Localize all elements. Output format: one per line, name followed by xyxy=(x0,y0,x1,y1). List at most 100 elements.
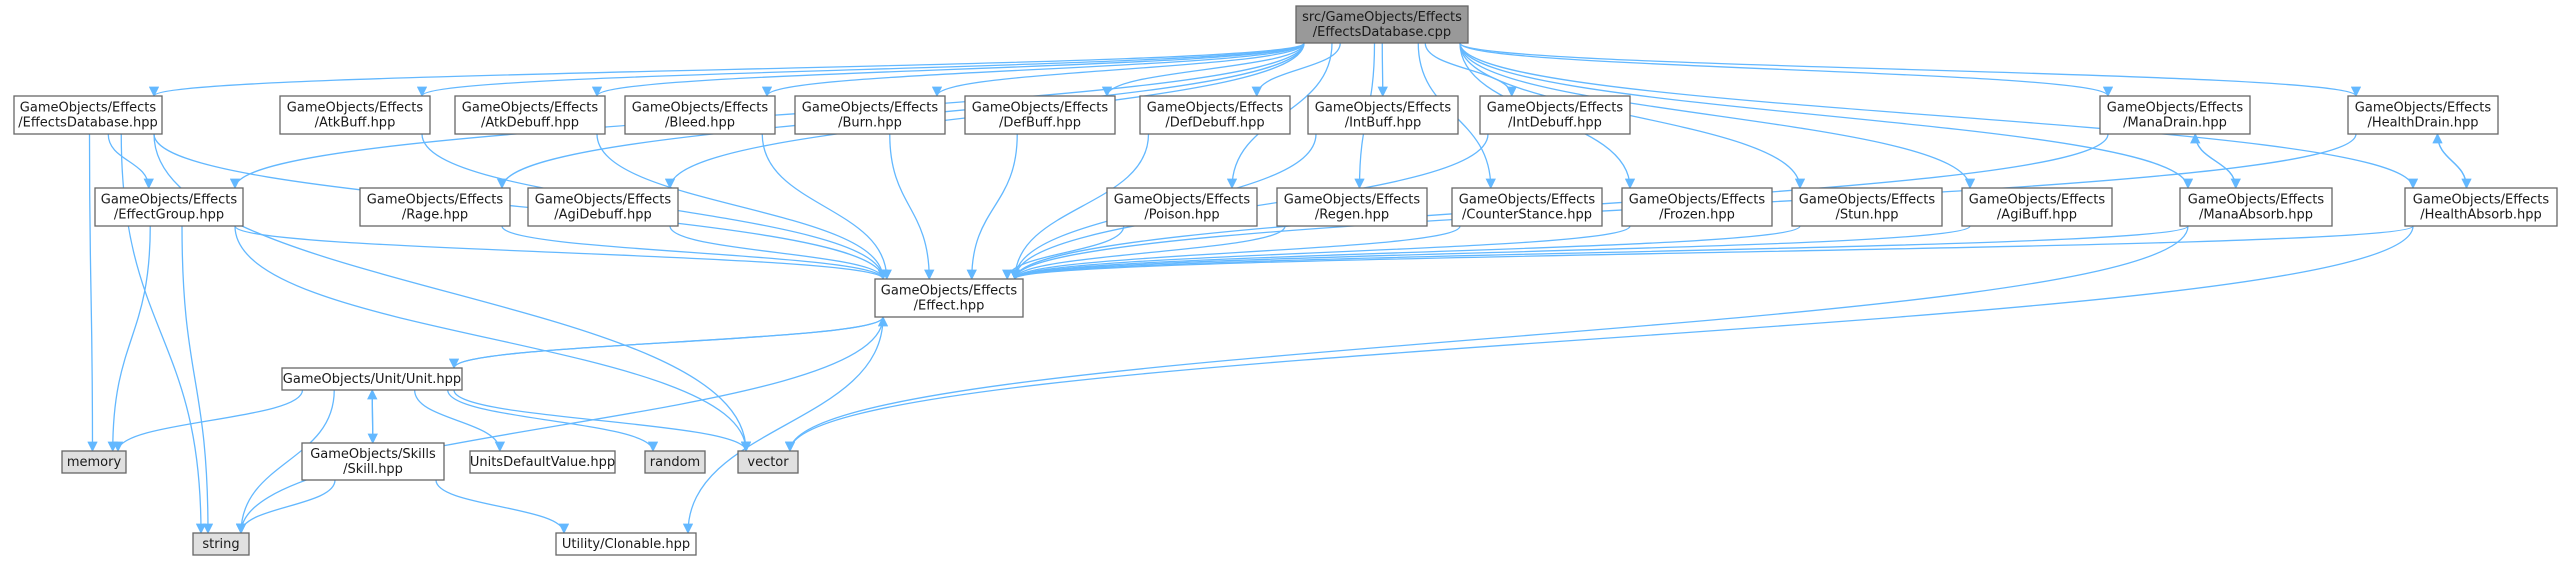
node-random[interactable]: random xyxy=(644,450,706,474)
edge-unit-to-effect xyxy=(453,315,889,369)
edge-skill-to-string xyxy=(235,479,336,535)
node-label-stun-1: /Stun.hpp xyxy=(1835,208,1898,223)
node-bleed[interactable]: GameObjects/Effects/Bleed.hpp xyxy=(624,95,776,135)
edge-counterstance-to-effect xyxy=(1009,225,1461,281)
edge-root-to-atkbuff xyxy=(417,42,1305,98)
node-vector[interactable]: vector xyxy=(737,450,799,474)
node-label-stun-0: GameObjects/Effects xyxy=(1799,193,1936,208)
node-intbuff[interactable]: GameObjects/Effects/IntBuff.hpp xyxy=(1307,95,1459,135)
node-regen[interactable]: GameObjects/Effects/Regen.hpp xyxy=(1276,187,1428,227)
node-box-memory xyxy=(61,450,127,474)
node-label-unitsdefault-0: UnitsDefaultValue.hpp xyxy=(470,455,615,470)
node-label-healthabsorb-1: /HealthAbsorb.hpp xyxy=(2420,208,2541,223)
edge-defdebuff-to-effect xyxy=(1009,133,1150,281)
node-label-memory-0: memory xyxy=(67,455,122,470)
node-label-manadrain-1: /ManaDrain.hpp xyxy=(2123,116,2227,131)
node-memory[interactable]: memory xyxy=(61,450,127,474)
edge-healthabsorb-to-healthdrain xyxy=(2432,132,2468,189)
node-label-agibuff-0: GameObjects/Effects xyxy=(1969,193,2106,208)
edge-unit-to-memory xyxy=(112,389,304,453)
node-stun[interactable]: GameObjects/Effects/Stun.hpp xyxy=(1791,187,1943,227)
node-agibuff[interactable]: GameObjects/Effects/AgiBuff.hpp xyxy=(1961,187,2113,227)
node-label-defbuff-1: /DefBuff.hpp xyxy=(999,116,1081,131)
node-box-healthdrain xyxy=(2347,95,2499,135)
node-defbuff[interactable]: GameObjects/Effects/DefBuff.hpp xyxy=(964,95,1116,135)
edge-manaabsorb-to-effect xyxy=(1010,225,2189,281)
node-box-frozen xyxy=(1621,187,1773,227)
node-box-random xyxy=(644,450,706,474)
node-label-effect-1: /Effect.hpp xyxy=(914,299,985,314)
node-box-skill xyxy=(301,442,445,481)
node-healthdrain[interactable]: GameObjects/Effects/HealthDrain.hpp xyxy=(2347,95,2499,135)
node-label-regen-1: /Regen.hpp xyxy=(1315,208,1389,223)
edge-effectsdb-to-memory xyxy=(87,133,98,453)
node-atkdebuff[interactable]: GameObjects/Effects/AtkDebuff.hpp xyxy=(454,95,606,135)
node-defdebuff[interactable]: GameObjects/Effects/DefDebuff.hpp xyxy=(1139,95,1291,135)
edge-root-to-burn xyxy=(931,42,1305,98)
edge-healthabsorb-to-effect xyxy=(1010,225,2414,281)
node-poison[interactable]: GameObjects/Effects/Poison.hpp xyxy=(1106,187,1258,227)
node-atkbuff[interactable]: GameObjects/Effects/AtkBuff.hpp xyxy=(279,95,431,135)
node-label-defbuff-0: GameObjects/Effects xyxy=(972,101,1109,116)
node-label-counterstance-1: /CounterStance.hpp xyxy=(1462,208,1592,223)
node-intdebuff[interactable]: GameObjects/Effects/IntDebuff.hpp xyxy=(1479,95,1631,135)
node-clonable[interactable]: Utility/Clonable.hpp xyxy=(555,532,697,556)
node-manaabsorb[interactable]: GameObjects/Effects/ManaAbsorb.hpp xyxy=(2179,187,2333,227)
node-box-unitsdefault xyxy=(469,450,616,474)
node-box-agidebuff xyxy=(527,187,679,227)
node-box-string xyxy=(192,532,250,556)
node-label-agibuff-1: /AgiBuff.hpp xyxy=(1997,208,2077,223)
node-label-string-0: string xyxy=(202,537,239,552)
node-label-vector-0: vector xyxy=(747,455,789,470)
node-box-intbuff xyxy=(1307,95,1459,135)
node-box-defdebuff xyxy=(1139,95,1291,135)
nodes-layer: src/GameObjects/Effects/EffectsDatabase.… xyxy=(13,5,2558,556)
node-box-defbuff xyxy=(964,95,1116,135)
node-label-intdebuff-1: /IntDebuff.hpp xyxy=(1508,116,1602,131)
node-effectgroup[interactable]: GameObjects/Effects/EffectGroup.hpp xyxy=(94,187,244,227)
node-effectsdb[interactable]: GameObjects/Effects/EffectsDatabase.hpp xyxy=(13,95,163,135)
edge-atkdebuff-to-effect xyxy=(596,133,889,281)
node-label-intdebuff-0: GameObjects/Effects xyxy=(1487,101,1624,116)
node-rage[interactable]: GameObjects/Effects/Rage.hpp xyxy=(359,187,511,227)
node-label-root-0: src/GameObjects/Effects xyxy=(1302,10,1462,25)
node-label-agidebuff-0: GameObjects/Effects xyxy=(535,193,672,208)
node-label-manaabsorb-1: /ManaAbsorb.hpp xyxy=(2199,208,2313,223)
node-box-effectsdb xyxy=(13,95,163,135)
edge-rage-to-effect xyxy=(501,225,889,281)
edge-unit-to-unitsdefault xyxy=(413,389,506,453)
node-label-rage-0: GameObjects/Effects xyxy=(367,193,504,208)
node-root[interactable]: src/GameObjects/Effects/EffectsDatabase.… xyxy=(1295,5,1469,44)
node-label-bleed-0: GameObjects/Effects xyxy=(632,101,769,116)
node-healthabsorb[interactable]: GameObjects/Effects/HealthAbsorb.hpp xyxy=(2404,187,2558,227)
node-label-skill-0: GameObjects/Skills xyxy=(310,447,436,462)
node-label-atkbuff-1: /AtkBuff.hpp xyxy=(315,116,396,131)
node-agidebuff[interactable]: GameObjects/Effects/AgiDebuff.hpp xyxy=(527,187,679,227)
edge-burn-to-effect xyxy=(889,133,935,281)
edge-effect-to-string xyxy=(235,316,884,535)
node-string[interactable]: string xyxy=(192,532,250,556)
node-unit[interactable]: GameObjects/Unit/Unit.hpp xyxy=(281,367,463,391)
node-effect[interactable]: GameObjects/Effects/Effect.hpp xyxy=(874,278,1024,318)
node-counterstance[interactable]: GameObjects/Effects/CounterStance.hpp xyxy=(1451,187,1603,227)
edge-effectsdb-to-vector xyxy=(153,133,752,453)
edge-root-to-manadrain xyxy=(1459,42,2113,98)
node-burn[interactable]: GameObjects/Effects/Burn.hpp xyxy=(794,95,946,135)
node-box-effectgroup xyxy=(94,187,244,227)
node-label-poison-0: GameObjects/Effects xyxy=(1114,193,1251,208)
edge-root-to-agibuff xyxy=(1459,42,1976,190)
node-unitsdefault[interactable]: UnitsDefaultValue.hpp xyxy=(469,450,616,474)
node-box-agibuff xyxy=(1961,187,2113,227)
node-manadrain[interactable]: GameObjects/Effects/ManaDrain.hpp xyxy=(2099,95,2251,135)
node-box-manaabsorb xyxy=(2179,187,2333,227)
edge-agidebuff-to-effect xyxy=(669,225,889,281)
node-label-defdebuff-0: GameObjects/Effects xyxy=(1147,101,1284,116)
node-box-counterstance xyxy=(1451,187,1603,227)
node-frozen[interactable]: GameObjects/Effects/Frozen.hpp xyxy=(1621,187,1773,227)
edge-regen-to-effect xyxy=(1009,225,1286,281)
node-skill[interactable]: GameObjects/Skills/Skill.hpp xyxy=(301,442,445,481)
edge-effectgroup-to-string xyxy=(181,225,214,535)
node-label-defdebuff-1: /DefDebuff.hpp xyxy=(1165,116,1264,131)
node-label-effectgroup-1: /EffectGroup.hpp xyxy=(114,208,224,223)
edge-root-to-defdebuff xyxy=(1251,42,1341,98)
